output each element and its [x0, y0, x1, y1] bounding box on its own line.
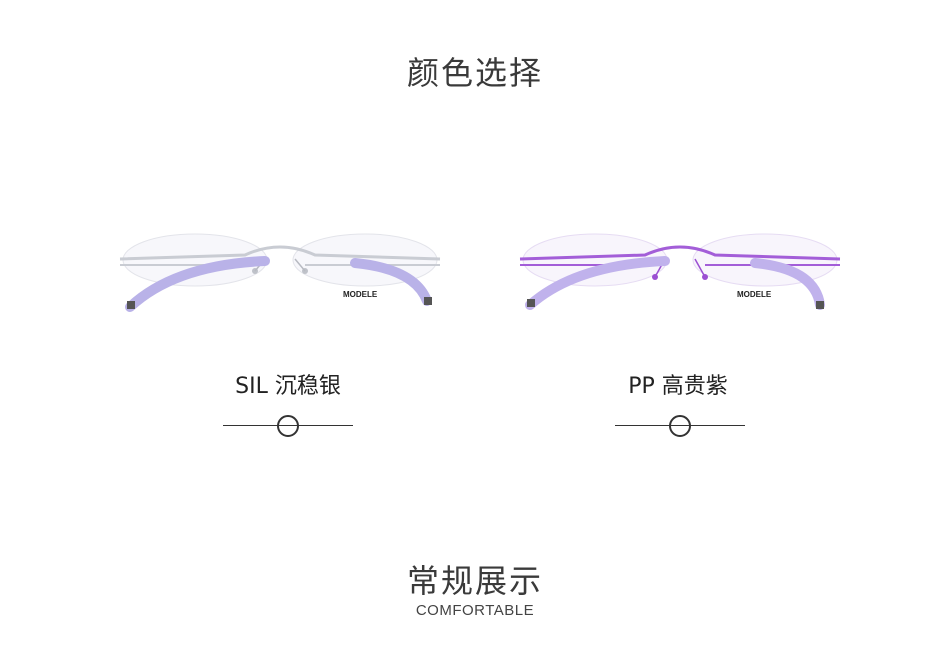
- decorative-divider: [223, 412, 353, 442]
- circle-icon: [669, 415, 691, 437]
- glasses-icon: MODELE: [519, 233, 841, 310]
- section-title-color-selection: 颜色选择: [406, 54, 543, 92]
- product-image-purple-glasses: MODELE: [515, 225, 845, 325]
- brand-mark: MODELE: [737, 290, 772, 299]
- brand-mark: MODELE: [343, 290, 378, 299]
- decorative-divider: [615, 412, 745, 442]
- section-subtitle: COMFORTABLE: [415, 602, 535, 619]
- glasses-icon: MODELE: [119, 233, 441, 312]
- product-image-silver-glasses: MODELE: [115, 225, 445, 325]
- circle-icon: [277, 415, 299, 437]
- color-label-silver: SIL 沉稳银: [235, 374, 341, 399]
- color-label-purple: PP 高贵紫: [628, 374, 728, 399]
- section-title-regular-display: 常规展示: [406, 562, 543, 600]
